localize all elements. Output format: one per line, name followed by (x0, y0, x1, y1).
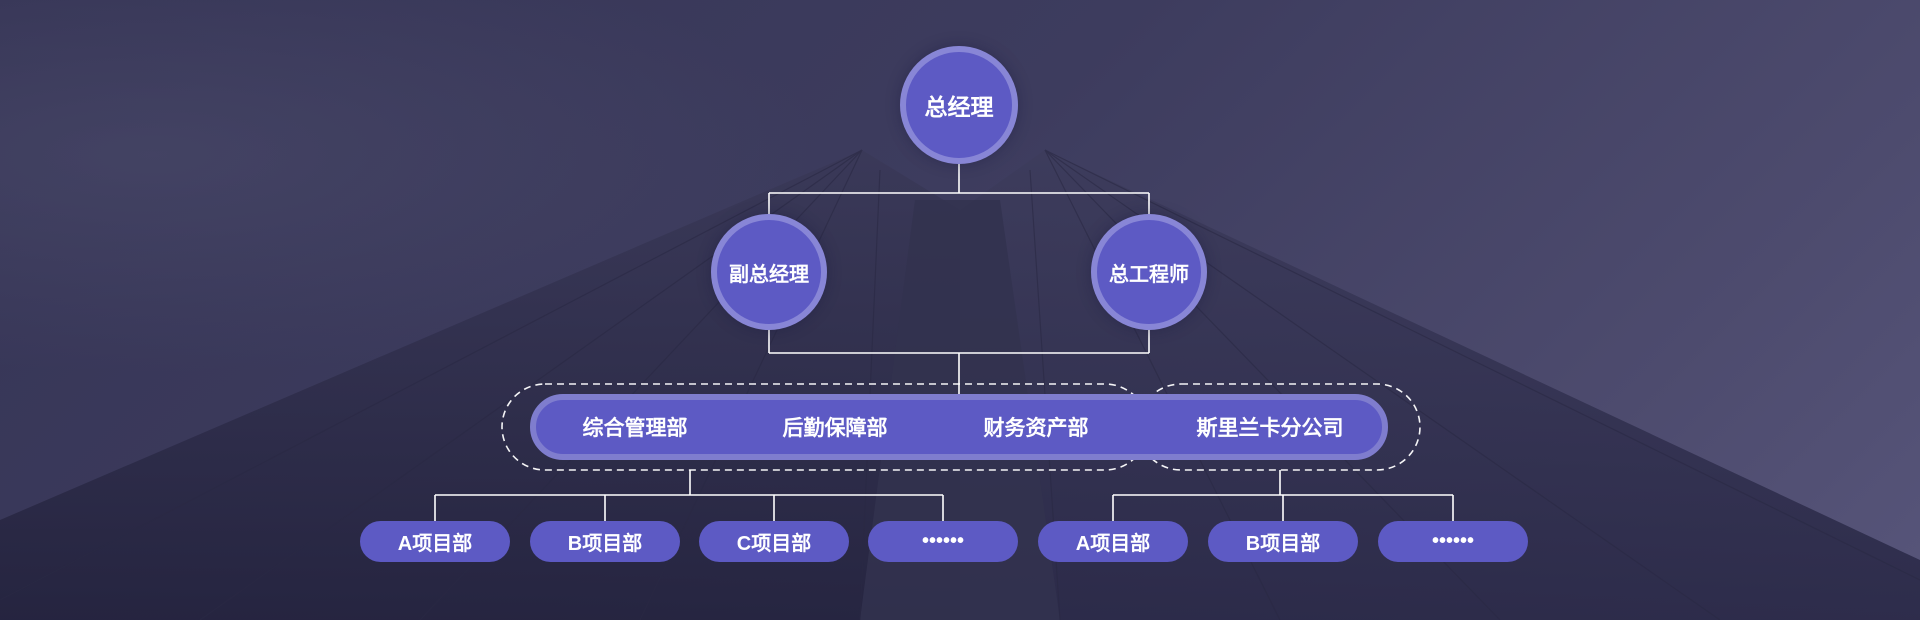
node-chief-engineer-label: 总工程师 (1109, 263, 1189, 286)
node-general-manager: 总经理 (900, 46, 1018, 164)
project-dept-c-left: C项目部 (699, 521, 849, 562)
node-general-manager-label: 总经理 (924, 94, 994, 120)
project-dept-more-left: •••••• (868, 521, 1018, 562)
node-deputy-general-manager: 副总经理 (711, 214, 827, 330)
dept-sri-lanka-branch: 斯里兰卡分公司 (1196, 417, 1344, 440)
departments-bar (530, 394, 1388, 460)
dept-finance-assets: 财务资产部 (983, 417, 1089, 440)
project-dept-more-right: •••••• (1378, 521, 1528, 562)
project-dept-b-right: B项目部 (1208, 521, 1358, 562)
node-chief-engineer: 总工程师 (1091, 214, 1207, 330)
project-dept-b-left: B项目部 (530, 521, 680, 562)
project-dept-a-left: A项目部 (360, 521, 510, 562)
node-deputy-general-manager-label: 副总经理 (729, 263, 809, 286)
dept-general-management: 综合管理部 (582, 417, 688, 440)
project-dept-a-right: A项目部 (1038, 521, 1188, 562)
dept-logistics-support: 后勤保障部 (782, 417, 888, 440)
